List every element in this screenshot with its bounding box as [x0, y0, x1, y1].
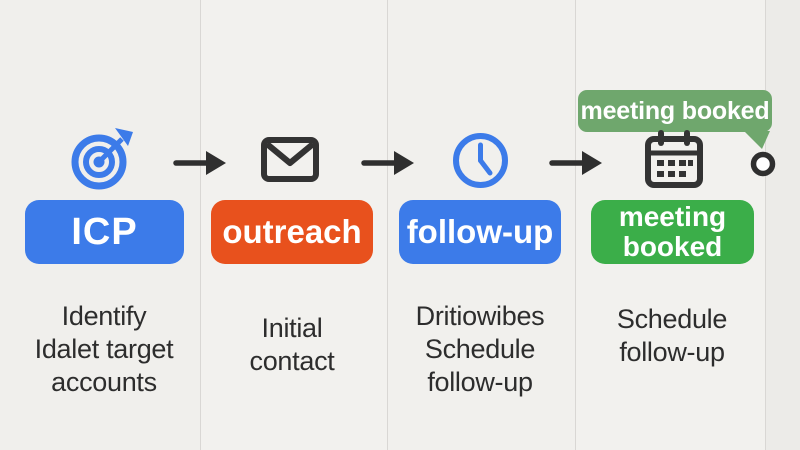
step-description-line: follow-up: [619, 337, 725, 367]
step-description-line: Schedule: [616, 304, 728, 334]
step-description-line: accounts: [51, 367, 157, 397]
tooltip-tail: [740, 131, 772, 151]
step-description-line: Schedule: [424, 334, 536, 364]
tooltip-label: meeting booked: [580, 96, 770, 125]
step-description-line: follow-up: [427, 367, 533, 397]
calendar-icon: [644, 129, 704, 191]
step-description-follow-up: Dritiowibes Schedule follow-up: [385, 300, 575, 399]
meeting-booked-tooltip: meeting booked: [578, 90, 772, 132]
step-badge-meeting-booked: meeting booked: [591, 200, 754, 264]
step-badge-icp: ICP: [25, 200, 184, 264]
step-description-line: Idalet target: [34, 334, 174, 364]
step-badge-follow-up: follow-up: [399, 200, 561, 264]
step-description-outreach: Initial contact: [197, 312, 387, 378]
badge-label-meeting-booked: meeting booked: [618, 201, 727, 262]
step-description-meeting-booked: Schedule follow-up: [577, 303, 767, 369]
target-icon: [70, 123, 134, 191]
badge-label-icp: ICP: [71, 210, 138, 253]
step-description-line: Initial: [261, 313, 323, 343]
flow-arrow-2: [361, 150, 415, 176]
step-description-line: contact: [249, 346, 335, 376]
flow-arrow-1: [173, 150, 227, 176]
step-description-line: Identify: [61, 301, 147, 331]
column-background-5: [765, 0, 800, 450]
badge-label-outreach: outreach: [222, 213, 362, 250]
step-description-icp: Identify Idalet target accounts: [9, 300, 199, 399]
step-badge-outreach: outreach: [211, 200, 373, 264]
flow-arrow-3: [549, 150, 603, 176]
envelope-icon: [261, 137, 319, 182]
circle-marker-icon: [749, 150, 777, 178]
clock-icon: [452, 132, 509, 189]
step-description-line: Dritiowibes: [415, 301, 545, 331]
badge-label-follow-up: follow-up: [406, 213, 554, 250]
